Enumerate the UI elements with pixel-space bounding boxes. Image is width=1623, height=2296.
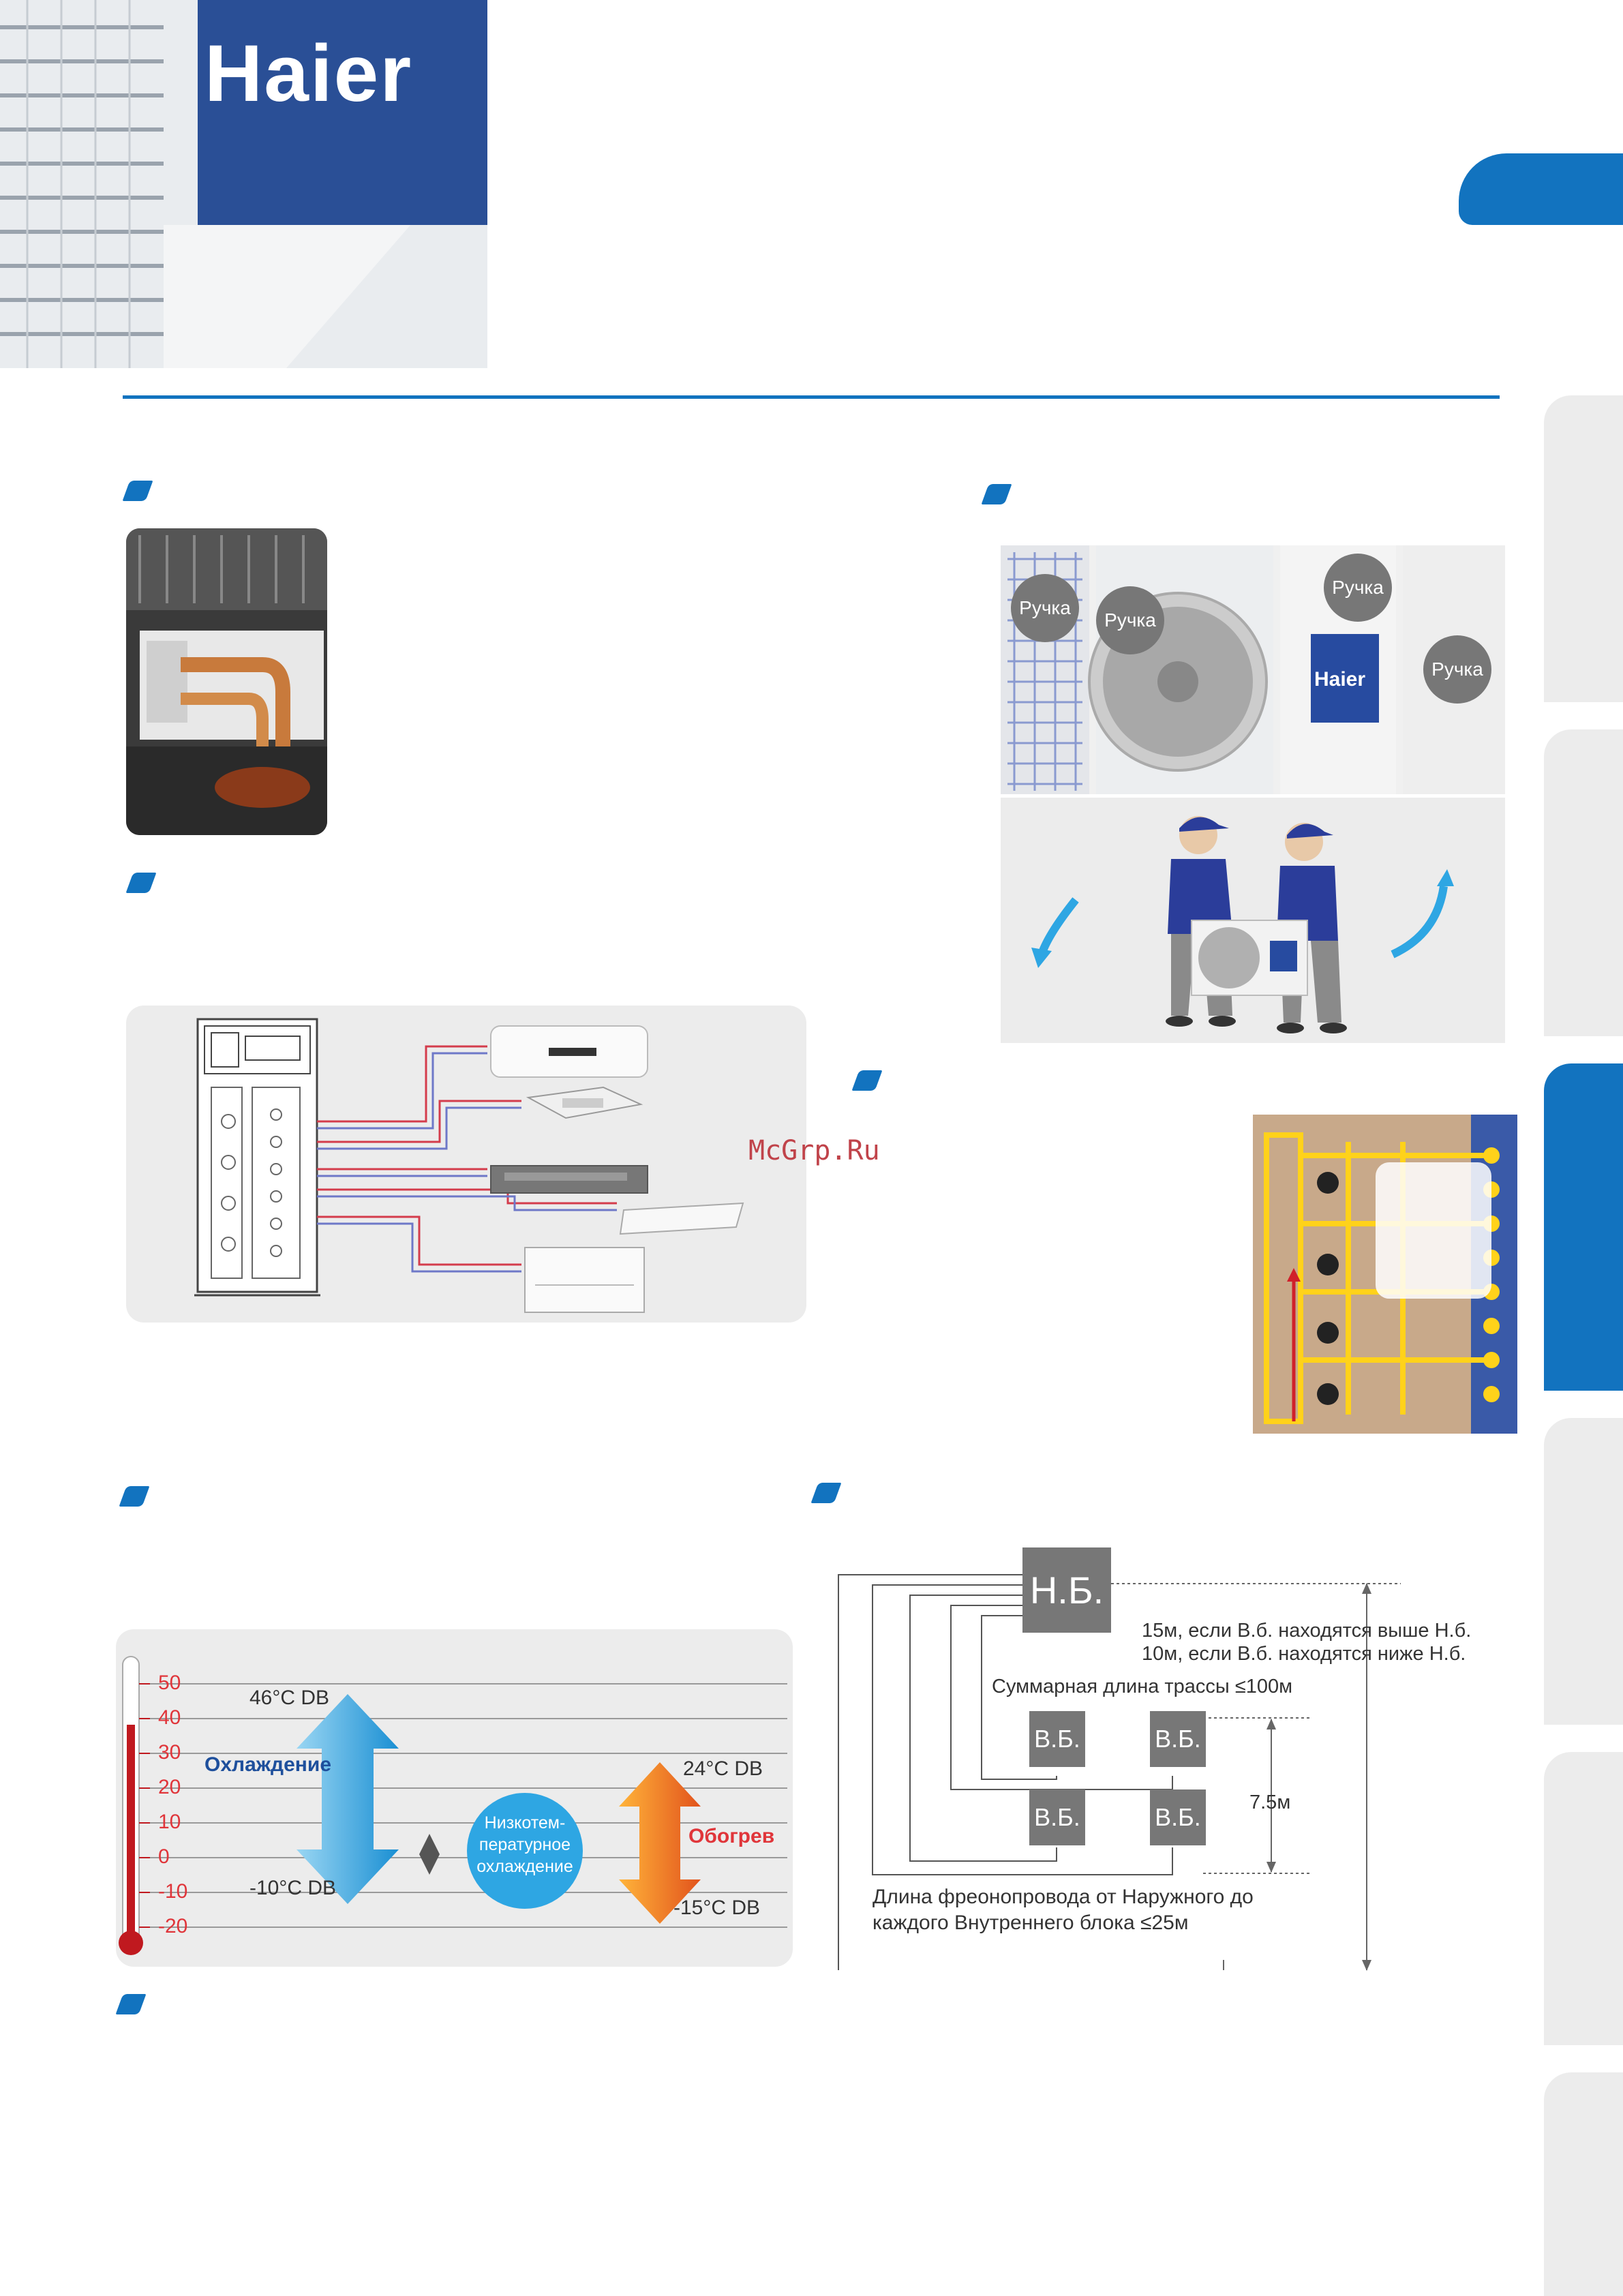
scale-label-30: 30 [158,1741,181,1764]
outdoor-unit-box: Н.Б. [1022,1547,1111,1633]
handle-callout-3: Ручка [1324,554,1392,622]
cooling-max-temp: 46°C DB [249,1687,330,1709]
indoor-unit-box-2: В.Б. [1150,1711,1206,1767]
side-tab-5[interactable] [1544,1752,1623,2045]
brand-logo: Haier [204,29,413,119]
indoor-unit-box-4: В.Б. [1150,1789,1206,1845]
indoor-height-difference: 7.5м [1249,1792,1291,1813]
per-unit-length-note-line2: каждого Внутреннего блока ≤25м [873,1912,1189,1934]
haier-badge: Haier [1314,668,1366,691]
section-marker-1 [122,481,153,501]
scale-label-50: 50 [158,1672,181,1694]
section-marker-3 [125,873,157,893]
side-tab-6[interactable] [1544,2072,1623,2296]
piping-length-diagram: Н.Б. 15м, если В.б. находятся выше Н.б. … [835,1547,1489,1984]
section-marker-4 [851,1070,883,1091]
cooling-label: Охлаждение [204,1753,332,1776]
scale-label-0: 0 [158,1845,170,1868]
cooling-min-temp: -10°C DB [249,1877,337,1899]
scale-label-minus20: -20 [158,1915,188,1937]
handle-callout-2: Ручка [1096,586,1164,654]
height-note-above: 15м, если В.б. находятся выше Н.б. [1142,1620,1472,1642]
indoor-units-connection-panel [126,1006,806,1323]
section-marker-5 [119,1486,150,1507]
per-unit-length-note-line1: Длина фреонопровода от Наружного до [873,1886,1254,1908]
section-tab-marker [1459,153,1623,225]
heating-min-temp: -15°C DB [673,1897,761,1919]
scale-label-minus10: -10 [158,1880,188,1903]
side-tab-4[interactable] [1544,1418,1623,1725]
scale-label-10: 10 [158,1811,181,1833]
handle-callout-1: Ручка [1011,574,1079,642]
pipe-connection-photo [126,528,327,835]
indoor-unit-box-1: В.Б. [1029,1711,1085,1767]
section-marker-7 [115,1994,147,2014]
side-tab-1[interactable] [1544,395,1623,702]
scale-label-40: 40 [158,1706,181,1729]
side-tab-2[interactable] [1544,729,1623,1036]
workers-carrying-unit-illustration [1001,798,1505,1043]
indoor-unit-box-3: В.Б. [1029,1789,1085,1845]
low-temp-cooling-label: Низкотем- пературное охлаждение [476,1813,573,1876]
heating-label: Обогрев [688,1825,775,1847]
height-note-below: 10м, если В.б. находятся ниже Н.б. [1142,1643,1466,1665]
side-tab-active[interactable] [1544,1063,1623,1391]
header-divider [123,395,1500,399]
total-pipe-length-note: Суммарная длина трассы ≤100м [992,1676,1293,1697]
section-marker-6 [810,1483,842,1503]
operating-temperature-panel: 50 40 30 20 10 0 -10 -20 46°C DB -10°C D… [116,1629,793,1967]
handle-callout-4: Ручка [1423,635,1491,704]
section-marker-2 [981,484,1012,504]
heating-max-temp: 24°C DB [683,1757,763,1780]
scale-label-20: 20 [158,1776,181,1798]
logo-panel [198,0,487,225]
watermark: McGrp.Ru [748,1135,880,1166]
refrigerant-valves-photo [1253,1115,1517,1434]
